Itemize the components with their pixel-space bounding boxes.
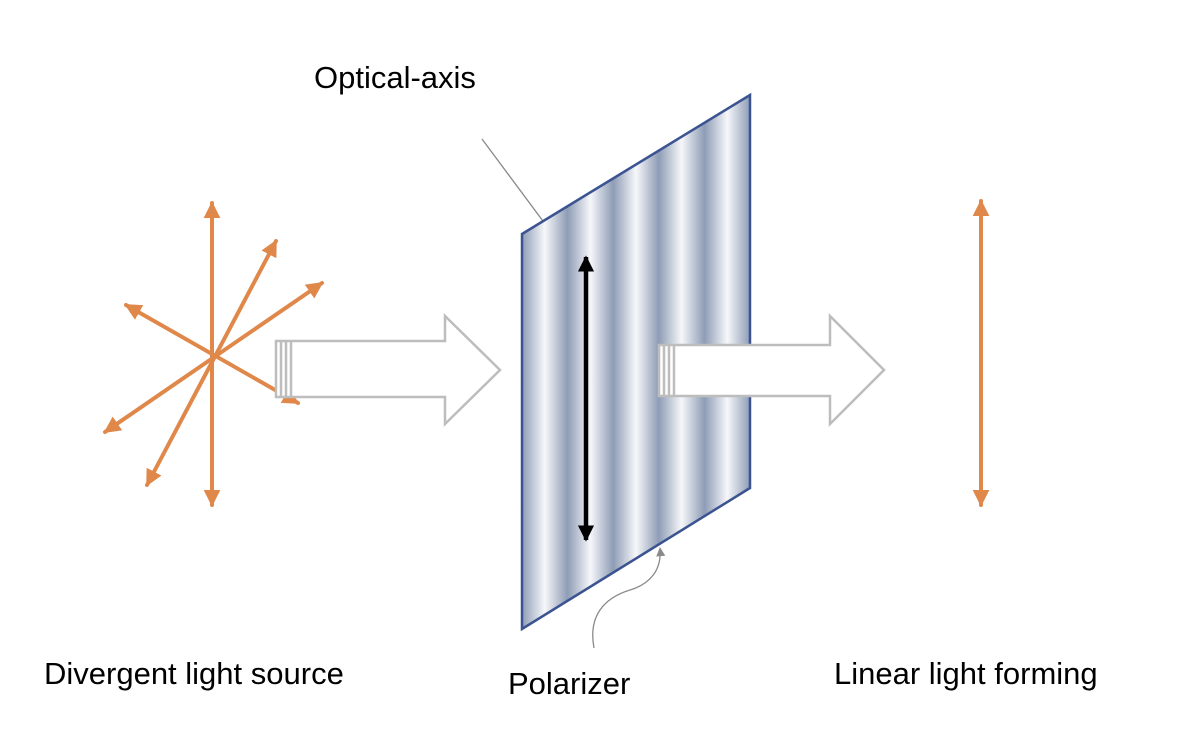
divergent-source-label: Divergent light source <box>44 656 344 691</box>
polarizer-leader-line <box>592 547 666 649</box>
divergent-light-source-icon <box>103 201 324 507</box>
ray-down-right <box>124 303 300 405</box>
hollow-block-arrow-icon <box>274 313 502 427</box>
optical-axis-label: Optical-axis <box>314 60 476 95</box>
linear-light-label: Linear light forming <box>834 656 1098 691</box>
polarizer-label: Polarizer <box>508 666 631 701</box>
hollow-block-arrow-out-icon <box>657 312 886 428</box>
